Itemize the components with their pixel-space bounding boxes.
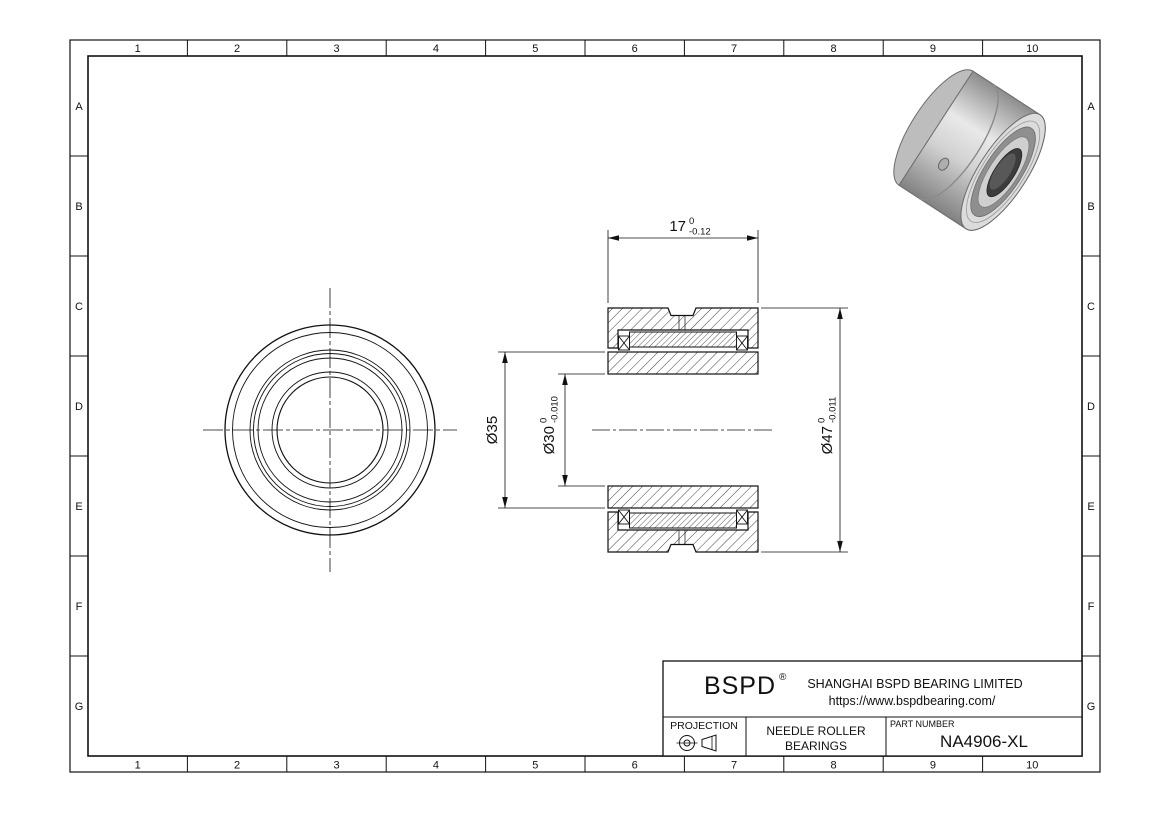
zone-label: 3 — [333, 43, 339, 55]
iso-od-groove — [918, 83, 999, 201]
zone-label: F — [76, 601, 83, 613]
dimension-d35 — [498, 351, 605, 509]
inner-ring-bottom-section — [607, 485, 759, 509]
zone-label: 2 — [234, 43, 240, 55]
iso-view — [893, 69, 1046, 231]
dim-d35-value: Ø35 — [484, 416, 501, 444]
zone-label: F — [1088, 601, 1095, 613]
zone-label: 2 — [234, 760, 240, 772]
zone-label: 1 — [135, 43, 141, 55]
border-frame — [69, 39, 1101, 773]
zone-label: D — [75, 401, 83, 413]
zone-label: 7 — [731, 760, 737, 772]
zone-label: E — [75, 501, 82, 513]
needle-row-bottom — [629, 512, 737, 529]
zone-label: 8 — [830, 43, 836, 55]
zone-label: C — [75, 301, 83, 313]
inner-ring-top-section — [607, 351, 759, 375]
dimension-width-text: 17 0 -0.12 — [669, 216, 710, 238]
dimension-d47-text: Ø47 0 -0.011 — [817, 397, 839, 455]
dim-d30-tol-upper: 0 — [539, 418, 550, 423]
dim-d30-tol-lower: -0.010 — [550, 396, 561, 423]
part-number-label: PART NUMBER — [890, 719, 955, 729]
iso-outer-ring-edge — [966, 120, 1041, 223]
iso-bore-depth — [989, 153, 1016, 190]
needle-row-top — [629, 331, 737, 348]
dim-width-value: 17 — [669, 218, 686, 235]
zone-label: 9 — [930, 43, 936, 55]
company-name: SHANGHAI BSPD BEARING LIMITED — [807, 677, 1022, 691]
dim-d47-value: Ø47 — [819, 426, 836, 454]
zone-labels: 1 2 3 4 5 6 7 8 9 10 1 2 3 4 5 6 7 8 9 1… — [75, 43, 1096, 772]
cage-end-top-right — [736, 335, 748, 351]
zone-label: B — [75, 201, 82, 213]
zone-label: B — [1087, 201, 1094, 213]
zone-label: G — [1087, 701, 1096, 713]
zone-label: 7 — [731, 43, 737, 55]
dimension-d35-text: Ø35 — [484, 416, 501, 444]
dim-d47-tol-upper: 0 — [817, 418, 828, 423]
zone-label: A — [75, 101, 83, 113]
zone-label: 5 — [532, 760, 538, 772]
zone-ticks — [70, 40, 1100, 772]
cage-end-bottom-right — [736, 509, 748, 525]
zone-label: E — [1087, 501, 1094, 513]
company-website[interactable]: https://www.bspdbearing.com/ — [829, 694, 996, 708]
zone-label: 4 — [433, 760, 439, 772]
zone-label: 9 — [930, 760, 936, 772]
zone-label: 5 — [532, 43, 538, 55]
front-view-centerlines — [203, 288, 457, 572]
zone-label: 4 — [433, 43, 439, 55]
dim-d30-value: Ø30 — [541, 426, 558, 454]
zone-label: A — [1087, 101, 1095, 113]
outer-ring-bottom-section — [607, 511, 759, 553]
dimension-d30-text: Ø30 0 -0.010 — [539, 396, 561, 454]
projection-label: PROJECTION — [670, 720, 738, 732]
title-block-text: BSPD ® SHANGHAI BSPD BEARING LIMITED htt… — [670, 672, 1028, 753]
dimension-d30 — [558, 373, 605, 487]
zone-label: 6 — [632, 760, 638, 772]
dimension-width — [607, 230, 759, 303]
title-block — [662, 660, 1083, 757]
outer-ring-top-section — [607, 307, 759, 349]
zone-label: 10 — [1026, 760, 1038, 772]
zone-label: C — [1087, 301, 1095, 313]
zone-label: 1 — [135, 760, 141, 772]
part-number-value: NA4906-XL — [940, 732, 1028, 751]
registered-mark: ® — [779, 672, 787, 683]
product-name-line1: NEEDLE ROLLER — [766, 724, 866, 738]
cage-end-top-left — [618, 335, 630, 351]
section-view — [592, 307, 774, 553]
dim-width-tol-lower: -0.12 — [689, 227, 711, 238]
zone-label: 3 — [333, 760, 339, 772]
iso-oil-hole — [938, 157, 950, 171]
zone-label: 6 — [632, 43, 638, 55]
dimension-d47 — [761, 307, 848, 553]
zone-label: G — [75, 701, 84, 713]
cage-end-bottom-left — [618, 509, 630, 525]
dim-width-tol-upper: 0 — [689, 216, 694, 227]
zone-label: 10 — [1026, 43, 1038, 55]
zone-label: 8 — [830, 760, 836, 772]
product-name-line2: BEARINGS — [785, 739, 847, 753]
projection-symbol-icon — [676, 734, 717, 752]
dim-d47-tol-lower: -0.011 — [828, 397, 839, 423]
front-view — [203, 288, 457, 572]
zone-label: D — [1087, 401, 1095, 413]
brand-logo: BSPD — [704, 672, 776, 700]
